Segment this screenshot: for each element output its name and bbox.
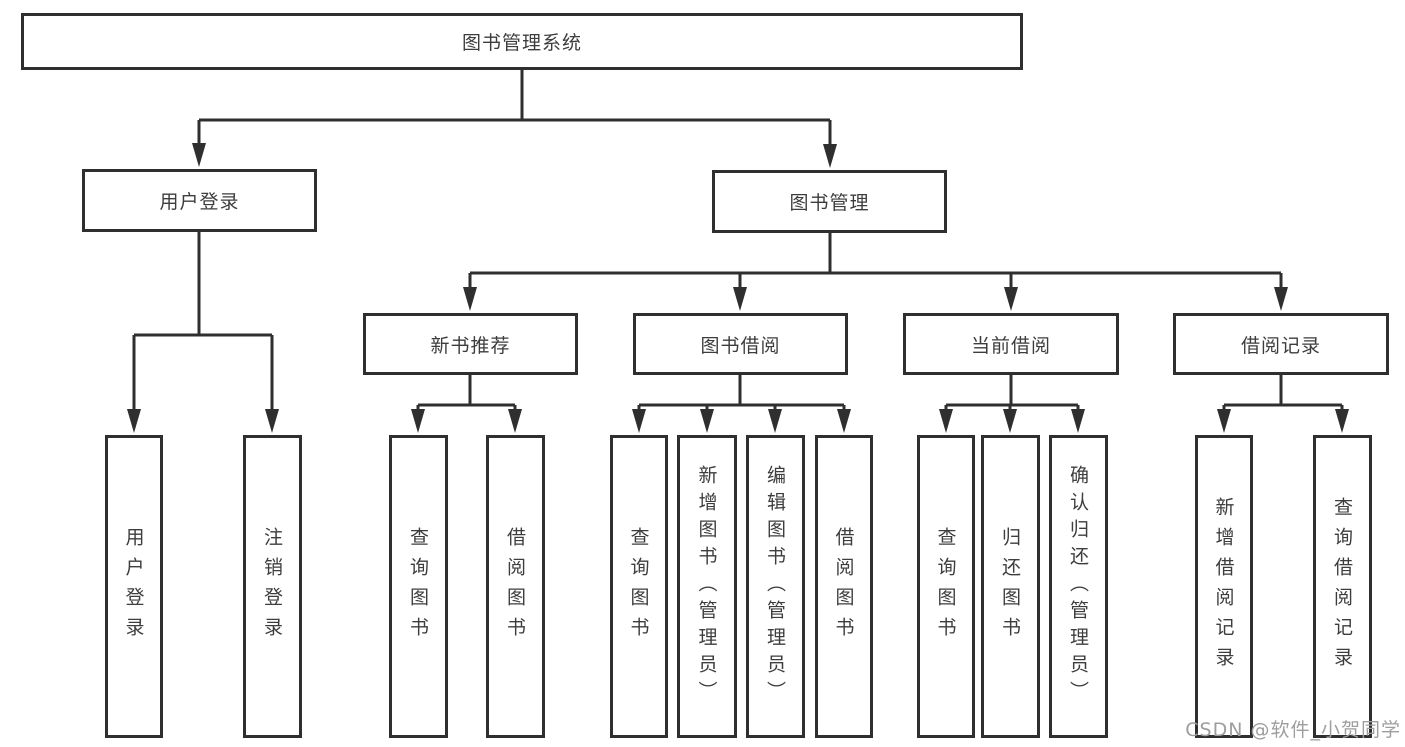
node-root: 图书管理系统: [21, 13, 1023, 70]
leaf-return-books: 归还图书: [981, 435, 1040, 738]
node-root-label: 图书管理系统: [461, 32, 582, 54]
leaf-user-login-label: 用户登录: [122, 526, 145, 647]
leaf-query-books-current: 查询图书: [917, 435, 975, 738]
leaf-borrow-books-recommend: 借阅图书: [486, 435, 545, 738]
leaf-add-book-admin-label: 新增图书（管理员）: [695, 465, 718, 708]
leaf-add-borrow-record: 新增借阅记录: [1195, 435, 1253, 738]
leaf-add-book-admin: 新增图书（管理员）: [677, 435, 737, 738]
arrowhead-icons: [127, 143, 1349, 433]
node-borrowing-records-label: 借阅记录: [1240, 334, 1321, 357]
leaf-borrow-books-borrowing: 借阅图书: [815, 435, 873, 738]
leaf-query-books-current-label: 查询图书: [934, 526, 957, 647]
leaf-borrow-books-recommend-label: 借阅图书: [504, 526, 526, 647]
leaf-query-books-recommend-label: 查询图书: [407, 526, 429, 647]
leaf-return-books-label: 归还图书: [999, 526, 1021, 647]
node-borrowing-records: 借阅记录: [1173, 313, 1389, 375]
leaf-add-borrow-record-label: 新增借阅记录: [1212, 496, 1235, 677]
leaf-user-login: 用户登录: [105, 435, 163, 738]
leaf-query-borrow-record-label: 查询借阅记录: [1331, 496, 1353, 677]
csdn-watermark: CSDN @软件_小贺同学: [1185, 719, 1401, 741]
leaf-query-books-borrowing-label: 查询图书: [627, 526, 650, 647]
leaf-edit-book-admin-label: 编辑图书（管理员）: [764, 465, 786, 708]
leaf-query-books-recommend: 查询图书: [389, 435, 448, 738]
leaf-query-borrow-record: 查询借阅记录: [1313, 435, 1372, 738]
leaf-borrow-books-borrowing-label: 借阅图书: [832, 526, 855, 647]
leaf-query-books-borrowing: 查询图书: [610, 435, 668, 738]
node-user-login-label: 用户登录: [159, 191, 240, 213]
leaf-logout: 注销登录: [243, 435, 302, 738]
leaf-confirm-return-admin: 确认归还（管理员）: [1049, 435, 1108, 738]
leaf-logout-label: 注销登录: [261, 526, 283, 647]
node-book-borrowing: 图书借阅: [633, 313, 848, 375]
node-book-management-label: 图书管理: [789, 192, 870, 214]
node-new-book-recommend: 新书推荐: [363, 313, 578, 375]
leaf-edit-book-admin: 编辑图书（管理员）: [746, 435, 805, 738]
leaf-confirm-return-admin-label: 确认归还（管理员）: [1067, 465, 1089, 708]
node-book-management: 图书管理: [712, 170, 947, 233]
node-current-borrowing-label: 当前借阅: [970, 334, 1051, 357]
node-new-book-recommend-label: 新书推荐: [430, 334, 511, 357]
node-current-borrowing: 当前借阅: [903, 313, 1119, 375]
node-book-borrowing-label: 图书借阅: [700, 334, 781, 357]
node-user-login: 用户登录: [82, 169, 317, 232]
